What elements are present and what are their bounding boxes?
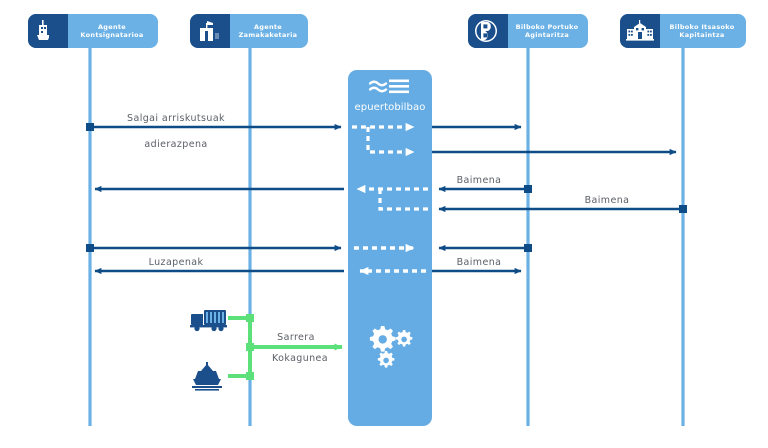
gears-icon	[369, 326, 413, 368]
ship-icon	[28, 14, 68, 48]
message-label-m1-below: adierazpena	[144, 139, 208, 150]
port-authority-icon	[468, 14, 508, 48]
message-label-m9: Baimena	[456, 257, 502, 268]
message-label-m7: Luzapenak	[148, 257, 204, 268]
actor-label-line2: Kapitaintza	[679, 31, 725, 39]
logo-wordmark: epuertobilbao	[354, 102, 426, 113]
actor-label-line2: Agintaritza	[524, 31, 570, 39]
epuertobilbao-logo: epuertobilbao	[350, 78, 430, 113]
actor-label-zamakaketaria: Agente Zamakaketaria	[230, 23, 308, 40]
green-flow-label-below: Kokagunea	[271, 353, 329, 364]
message-label-m4: Baimena	[456, 175, 502, 186]
message-label-m1-above: Salgai arriskutsuak	[127, 113, 225, 124]
message-m5	[438, 205, 687, 213]
green-flow	[228, 314, 343, 380]
message-m4	[438, 185, 532, 193]
actor-label-line1: Agente	[253, 22, 283, 31]
green-flow-label-above: Sarrera	[277, 332, 315, 343]
warehouse-crane-icon	[190, 14, 230, 48]
actor-label-itsasoko: Bilboko Itsasoko Kapitaintza	[660, 23, 746, 40]
actor-label-line2: Kontsignatarioa	[80, 31, 144, 39]
internal-branch-split	[352, 122, 415, 157]
waves-bars-icon	[368, 79, 409, 94]
actor-label-line1: Bilboko Portuko	[515, 22, 579, 31]
message-m1	[86, 123, 342, 131]
actor-zamakaketaria[interactable]: Agente Zamakaketaria	[190, 14, 308, 48]
actor-label-line2: Zamakaketaria	[238, 31, 298, 39]
internal-branch-merge	[356, 184, 428, 211]
truck-icon	[190, 310, 227, 332]
actor-label-line1: Agente	[97, 22, 127, 31]
actor-portuko-agintaritza[interactable]: Bilboko Portuko Agintaritza	[468, 14, 588, 48]
actor-itsasoko-kapitaintza[interactable]: Bilboko Itsasoko Kapitaintza	[620, 14, 746, 48]
message-m7	[86, 244, 342, 252]
actor-kontsignatarioa[interactable]: Agente Kontsignatarioa	[28, 14, 158, 48]
harbour-office-icon	[620, 14, 660, 48]
actor-label-portuko: Bilboko Portuko Agintaritza	[508, 23, 588, 40]
message-label-m5: Baimena	[584, 195, 630, 206]
actor-label-kontsignatarioa: Agente Kontsignatarioa	[68, 23, 158, 40]
actor-label-line1: Bilboko Itsasoko	[669, 22, 735, 31]
vessel-icon	[192, 362, 222, 391]
message-m8	[438, 244, 532, 252]
